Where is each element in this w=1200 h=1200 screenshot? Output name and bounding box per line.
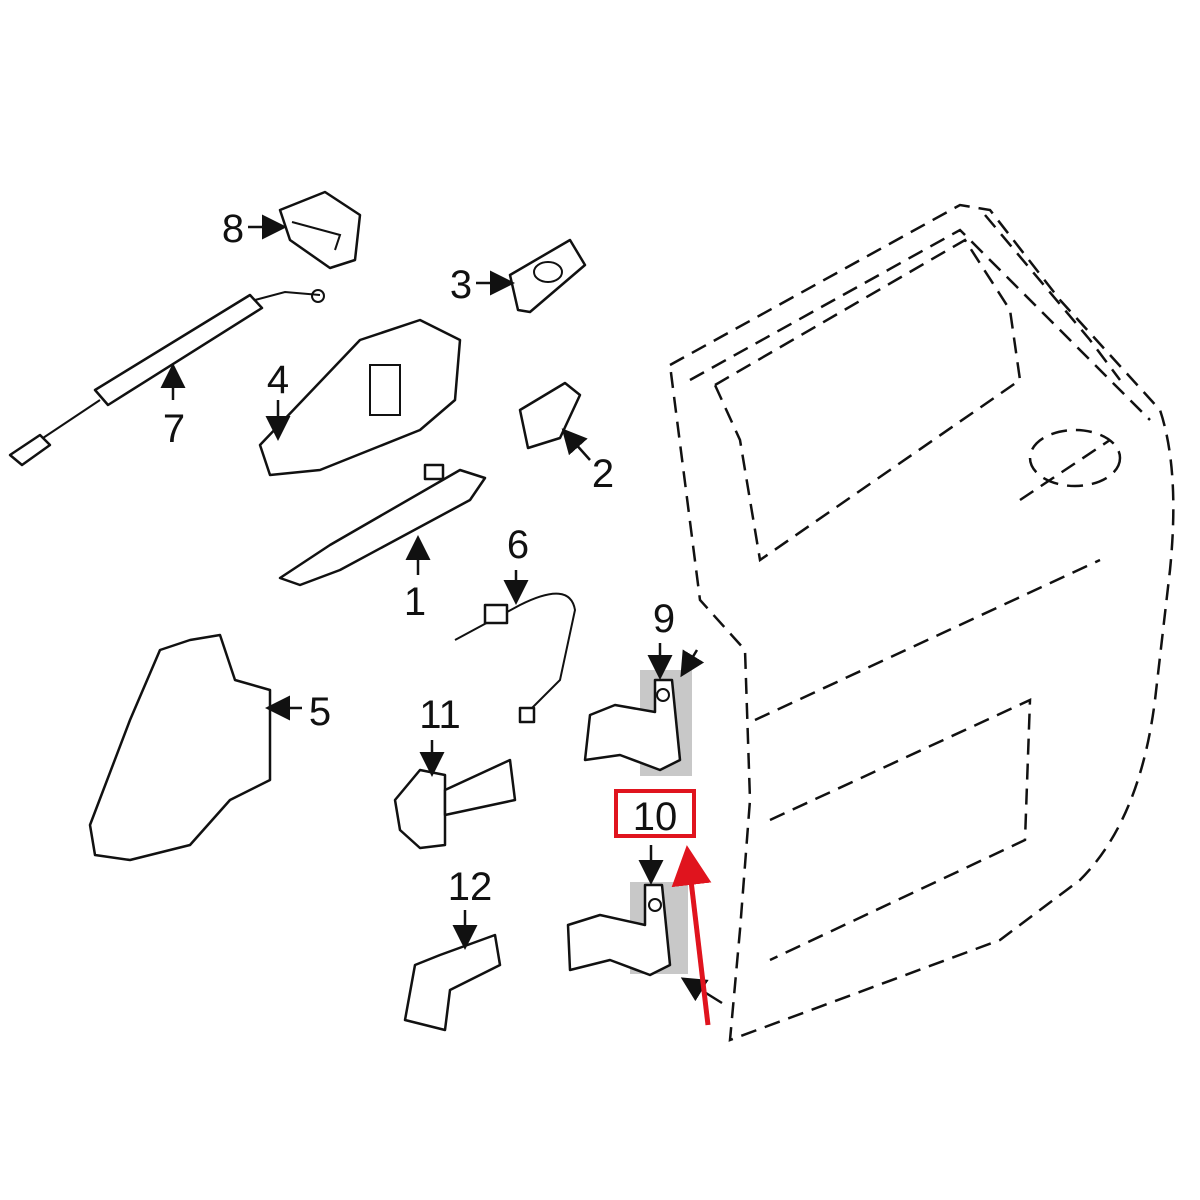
callout-8: 8 bbox=[222, 207, 244, 251]
part-9-upper-hinge bbox=[583, 678, 682, 772]
part-1-outside-handle bbox=[278, 463, 487, 587]
callout-3: 3 bbox=[450, 263, 472, 307]
part-7-cable bbox=[8, 289, 325, 467]
callout-11: 11 bbox=[419, 693, 461, 737]
callout-2: 2 bbox=[592, 452, 614, 496]
callout-10: 10 bbox=[633, 795, 678, 839]
leader-arrows bbox=[160, 214, 723, 1005]
part-5-lock-actuator bbox=[88, 633, 272, 862]
part-11-door-check bbox=[393, 758, 517, 850]
highlight-box-10 bbox=[614, 789, 696, 838]
rear-door-outline bbox=[668, 203, 1175, 1042]
part-8-striker bbox=[278, 190, 362, 270]
callout-7: 7 bbox=[163, 407, 185, 451]
callout-9: 9 bbox=[653, 597, 675, 641]
red-pointer-arrow bbox=[671, 845, 712, 1026]
part-6-lock-rod bbox=[454, 592, 577, 724]
part-10-lower-hinge bbox=[566, 883, 672, 977]
part-3-gasket bbox=[508, 238, 587, 314]
part-4-handle-carrier bbox=[258, 318, 462, 477]
callout-6: 6 bbox=[507, 523, 529, 567]
callout-1: 1 bbox=[404, 580, 426, 624]
callout-12: 12 bbox=[448, 865, 493, 909]
part-12-check-bracket bbox=[403, 933, 502, 1032]
callout-4: 4 bbox=[267, 358, 289, 402]
callout-5: 5 bbox=[309, 690, 331, 734]
part-2-handle-cap bbox=[518, 381, 582, 450]
